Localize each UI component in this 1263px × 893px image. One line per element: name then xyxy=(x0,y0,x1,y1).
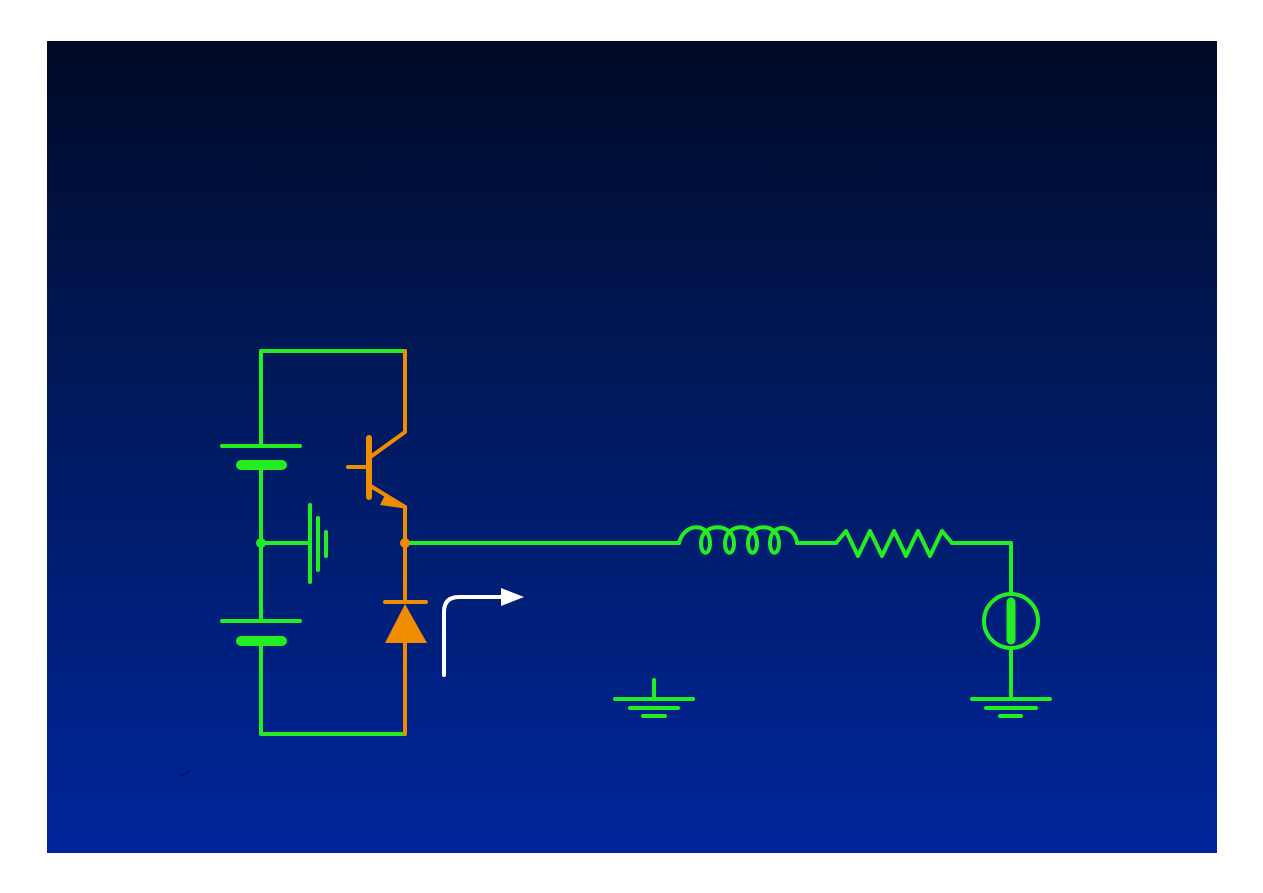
inductor-icon xyxy=(677,525,799,555)
transistor-icon xyxy=(346,349,407,545)
junction-dot-left xyxy=(256,538,266,548)
wire-resistor-to-source xyxy=(950,541,1013,596)
wire-top-left xyxy=(259,349,407,448)
midpoint-ground-icon xyxy=(308,503,328,584)
mark-top xyxy=(179,303,190,312)
current-arrow-icon xyxy=(442,588,524,677)
upper-battery-icon xyxy=(220,444,302,470)
lower-battery-icon xyxy=(220,619,302,646)
ground-right-icon xyxy=(970,697,1052,718)
ground-center-icon xyxy=(613,678,695,718)
mark-bottom xyxy=(179,770,191,777)
diode-icon xyxy=(383,541,428,736)
wire-bottom-left xyxy=(259,639,407,736)
current-source-icon xyxy=(982,592,1040,650)
junction-dot-output xyxy=(400,538,410,548)
resistor-icon xyxy=(834,529,954,558)
transistor-emitter-arrow-icon xyxy=(380,493,408,509)
